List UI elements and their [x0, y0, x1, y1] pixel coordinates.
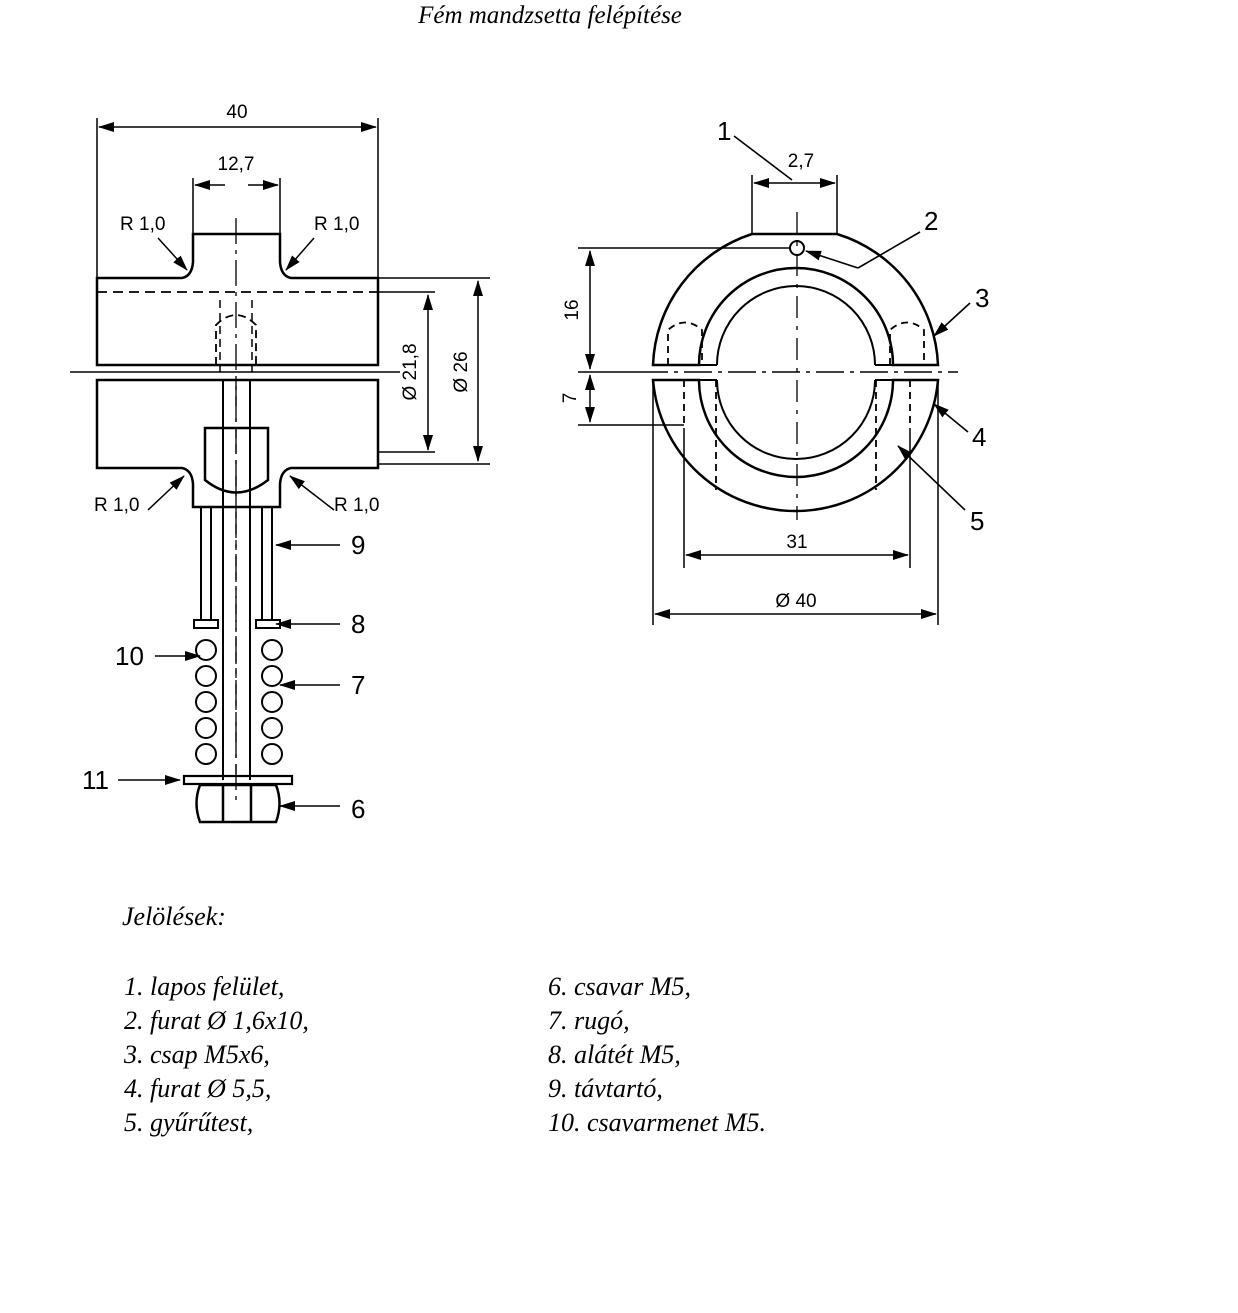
front-view [578, 135, 971, 625]
legend-list-left: 1. lapos felület, 2. furat Ø 1,6x10, 3. … [124, 970, 309, 1140]
side-view [70, 118, 490, 824]
dim-diameter-40: Ø 40 [775, 591, 816, 612]
callout-10: 10 [115, 641, 144, 671]
callout-2: 2 [924, 206, 938, 236]
dim-31: 31 [786, 532, 807, 553]
dim-16: 16 [562, 299, 583, 320]
dim-inner-diameter: Ø 21,8 [400, 343, 421, 400]
dim-width-40: 40 [226, 102, 247, 123]
radius-label-bottom-left: R 1,0 [94, 495, 139, 516]
legend-item: 1. lapos felület, [124, 972, 285, 1001]
callout-6: 6 [351, 794, 365, 824]
legend-item: 7. rugó, [548, 1006, 630, 1035]
callout-5: 5 [970, 506, 984, 536]
front-view-labels: 2,7 16 7 31 Ø 40 1 2 3 4 5 [560, 116, 989, 612]
legend-item: 8. alátét M5, [548, 1040, 681, 1069]
legend-item: 4. furat Ø 5,5, [124, 1074, 272, 1103]
legend-item: 6. csavar M5, [548, 972, 691, 1001]
radius-label-top-right: R 1,0 [314, 214, 359, 235]
legend-item: 3. csap M5x6, [124, 1040, 270, 1069]
legend-heading: Jelölések: [122, 902, 226, 931]
callout-4: 4 [972, 422, 986, 452]
callout-7: 7 [351, 670, 365, 700]
legend-item: 5. gyűrűtest, [124, 1108, 254, 1137]
callout-3: 3 [975, 283, 989, 313]
legend-item: 10. csavarmenet M5. [548, 1108, 767, 1137]
callout-11: 11 [82, 765, 109, 795]
callout-1: 1 [717, 116, 731, 146]
drawing-title: Fém mandzsetta felépítése [418, 2, 682, 29]
radius-label-top-left: R 1,0 [120, 214, 165, 235]
radius-label-bottom-right: R 1,0 [334, 495, 379, 516]
dim-7: 7 [560, 393, 581, 404]
legend-list-right: 6. csavar M5, 7. rugó, 8. alátét M5, 9. … [548, 970, 766, 1140]
dim-flat-2-7: 2,7 [788, 151, 814, 172]
legend-item: 9. távtartó, [548, 1074, 663, 1103]
callout-9: 9 [351, 530, 365, 560]
callout-8: 8 [351, 609, 365, 639]
legend-item: 2. furat Ø 1,6x10, [124, 1006, 309, 1035]
dim-slot-12-7: 12,7 [218, 154, 255, 175]
dim-outer-diameter: Ø 26 [451, 351, 472, 392]
side-view-labels: 40 12,7 R 1,0 R 1,0 R 1,0 R 1,0 Ø 21,8 Ø… [82, 102, 472, 824]
